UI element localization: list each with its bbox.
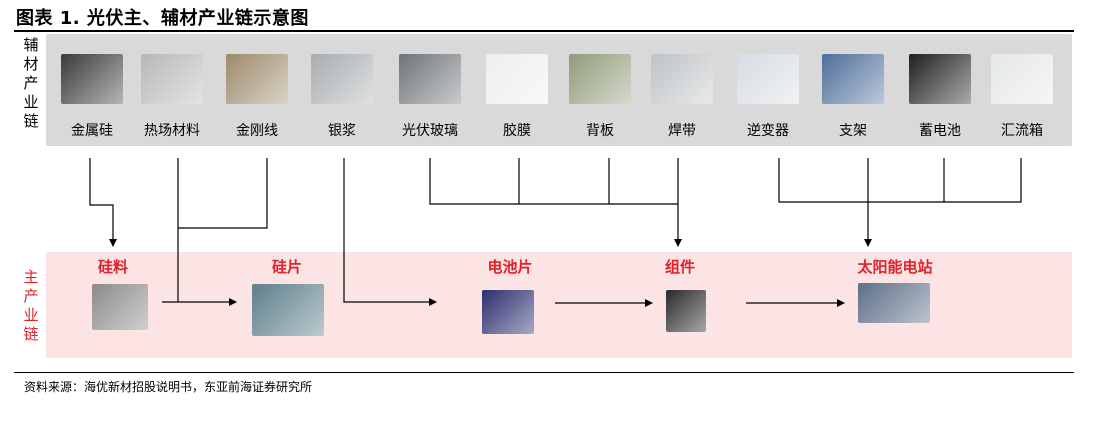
aux-item: 金刚线: [212, 36, 302, 140]
source-note: 资料来源：海优新材招股说明书，东亚前海证券研究所: [24, 380, 313, 394]
battery-icon: [909, 54, 971, 104]
main-chain-label: 主产业链: [23, 268, 39, 343]
wafer-icon: [252, 284, 324, 336]
thermal-field-icon: [141, 54, 203, 104]
aux-chain-label: 辅材产业链: [23, 36, 39, 130]
line-station-bus: [778, 158, 1022, 203]
main-item-label: 硅料: [97, 258, 128, 276]
aux-item: 胶膜: [472, 36, 562, 140]
module-icon: [666, 290, 706, 332]
film-icon: [486, 54, 548, 104]
aux-item-label: 金刚线: [236, 123, 278, 139]
aux-item: 汇流箱: [977, 36, 1067, 140]
arrow-silver-to-cell: [343, 158, 437, 306]
main-item-label: 太阳能电站: [857, 258, 933, 276]
arrow-silicon-to-polysilicon: [89, 158, 117, 247]
combiner-box-icon: [991, 54, 1053, 104]
polysilicon-icon: [92, 284, 148, 330]
title-divider: [14, 30, 1074, 32]
silver-paste-icon: [311, 54, 373, 104]
aux-item: 金属硅: [47, 36, 137, 140]
diamond-wire-icon: [226, 54, 288, 104]
aux-item-label: 逆变器: [747, 123, 789, 139]
aux-item-label: 金属硅: [71, 123, 113, 139]
main-item-label: 硅片: [271, 258, 302, 276]
aux-item: 光伏玻璃: [385, 36, 475, 140]
line-diamond-wire: [178, 158, 268, 229]
aux-item-label: 银浆: [328, 123, 356, 139]
aux-item-label: 热场材料: [144, 123, 200, 139]
aux-item: 焊带: [637, 36, 727, 140]
cell-icon: [482, 290, 534, 334]
page-title: 图表 1. 光伏主、辅材产业链示意图: [16, 8, 309, 29]
aux-item: 背板: [555, 36, 645, 140]
bottom-divider: [14, 372, 1074, 373]
aux-item-label: 支架: [839, 123, 867, 139]
main-item-label: 电池片: [487, 258, 533, 276]
bracket-icon: [822, 54, 884, 104]
metal-silicon-icon: [61, 54, 123, 104]
main-item-label: 组件: [664, 258, 695, 276]
aux-chain-band: [46, 34, 1072, 146]
aux-item-label: 光伏玻璃: [402, 123, 458, 139]
aux-item: 热场材料: [127, 36, 217, 140]
aux-item-label: 汇流箱: [1001, 123, 1043, 139]
aux-item: 支架: [808, 36, 898, 140]
aux-item: 银浆: [297, 36, 387, 140]
aux-item-label: 焊带: [668, 123, 696, 139]
aux-item-label: 背板: [586, 123, 614, 139]
inverter-icon: [737, 54, 799, 104]
aux-item-label: 蓄电池: [919, 123, 961, 139]
ribbon-icon: [651, 54, 713, 104]
power-station-icon: [858, 283, 930, 323]
backsheet-icon: [569, 54, 631, 104]
line-module-bus: [429, 158, 678, 205]
aux-item-label: 胶膜: [503, 123, 531, 139]
aux-item: 蓄电池: [895, 36, 985, 140]
aux-item: 逆变器: [723, 36, 813, 140]
pv-glass-icon: [399, 54, 461, 104]
